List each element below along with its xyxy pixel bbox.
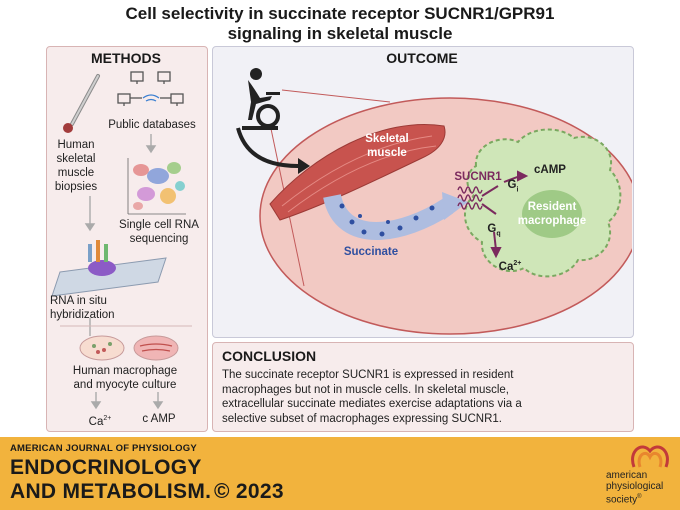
- methods-arrows: [84, 134, 164, 410]
- journal-banner: [0, 437, 680, 510]
- public-databases-label: Public databases: [108, 119, 196, 131]
- skeletal-muscle-label: Skeletal muscle: [352, 132, 422, 160]
- conclusion-text: The succinate receptor SUCNR1 is express…: [222, 368, 626, 426]
- outcome-diagram: [236, 68, 632, 335]
- figure-title: Cell selectivity in succinate receptor S…: [0, 4, 680, 44]
- culture-line: Human macrophage: [72, 365, 178, 377]
- gi-subscript: i: [516, 186, 519, 194]
- methods-panel: [46, 46, 208, 432]
- ca-superscript: 2+: [513, 260, 522, 267]
- ca-superscript: 2+: [103, 415, 112, 422]
- muscle-line: Skeletal: [365, 133, 409, 145]
- biopsy-needle-icon: [63, 74, 100, 133]
- gi-label: Gi: [503, 178, 523, 197]
- conclusion-line: macrophages but not in muscle cells. In …: [222, 383, 509, 396]
- slide-icon: [51, 240, 167, 297]
- succinate-label: Succinate: [343, 246, 399, 258]
- insitu-line: hybridization: [50, 309, 115, 321]
- biopsies-line: Human: [57, 139, 95, 151]
- conclusion-heading: CONCLUSION: [222, 348, 317, 364]
- biopsies-label: Human skeletal muscle biopsies: [50, 138, 102, 194]
- signaling-arrows: [481, 170, 529, 259]
- title-line-2: signaling in skeletal muscle: [227, 24, 453, 43]
- society-line: american: [606, 470, 648, 481]
- resident-macrophage-label: Resident macrophage: [516, 200, 588, 228]
- biopsies-line: muscle: [57, 167, 95, 179]
- conclusion-line: extracellular succinate mediates exercis…: [222, 398, 522, 410]
- gi-text: G: [507, 179, 517, 191]
- methods-calcium-label: Ca2+: [80, 412, 120, 429]
- cyclist-icon: [242, 68, 280, 130]
- exercise-arrow-icon: [236, 127, 299, 168]
- registered-mark: ®: [637, 494, 642, 500]
- conclusion-line: selective subset of macrophages expressi…: [222, 412, 502, 425]
- scrna-line: Single cell RNA: [119, 219, 199, 231]
- ca-text: Ca: [88, 415, 104, 428]
- sucnr1-receptor-icon: [457, 186, 483, 210]
- society-line: physiological: [606, 481, 664, 492]
- macrophage-line: Resident: [527, 201, 577, 213]
- gq-text: G: [487, 223, 497, 235]
- gq-subscript: q: [496, 230, 501, 238]
- aps-logo-icon: [631, 445, 669, 468]
- title-line-1: Cell selectivity in succinate receptor S…: [125, 4, 555, 23]
- methods-heading: METHODS: [91, 50, 161, 66]
- biopsies-line: biopsies: [54, 181, 98, 193]
- macrophage-nucleus-icon: [522, 190, 582, 238]
- insitu-line: RNA in situ: [50, 295, 107, 307]
- culture-line: and myocyte culture: [73, 379, 177, 391]
- tsne-plot-icon: [127, 158, 186, 215]
- succinate-arrow-icon: [323, 193, 453, 240]
- insitu-label: RNA in situ hybridization: [50, 294, 140, 322]
- methods-camp-label: c AMP: [142, 413, 176, 425]
- culture-label: Human macrophage and myocyte culture: [50, 364, 200, 392]
- gq-label: Gq: [484, 222, 504, 241]
- database-network-icon: [117, 71, 184, 106]
- outcome-calcium-label: Ca2+: [490, 257, 530, 274]
- biopsies-line: skeletal: [56, 153, 96, 165]
- camp-label: cAMP: [534, 164, 566, 176]
- copyright: © 2023: [214, 480, 284, 503]
- aps-society-name: american physiological society®: [606, 470, 663, 505]
- scrna-line: sequencing: [129, 233, 189, 245]
- journal-section-line-2: AND METABOLISM.: [10, 480, 212, 503]
- journal-section-line-1: ENDOCRINOLOGY: [10, 456, 202, 479]
- macrophage-line: macrophage: [517, 215, 587, 227]
- conclusion-panel: [212, 342, 634, 432]
- outcome-heading: OUTCOME: [386, 50, 458, 66]
- ca-text: Ca: [498, 260, 514, 273]
- sucnr1-label: SUCNR1: [454, 171, 502, 183]
- methods-illustrations: [51, 71, 192, 410]
- succinate-dots: [339, 203, 435, 237]
- petri-dish-icon: [79, 335, 179, 361]
- society-word: society: [606, 494, 638, 506]
- scrna-label: Single cell RNA sequencing: [112, 218, 206, 246]
- conclusion-line: The succinate receptor SUCNR1 is express…: [222, 369, 514, 381]
- journal-name: AMERICAN JOURNAL OF PHYSIOLOGY: [10, 443, 197, 454]
- society-line: society®: [606, 492, 663, 505]
- muscle-line: muscle: [367, 147, 407, 159]
